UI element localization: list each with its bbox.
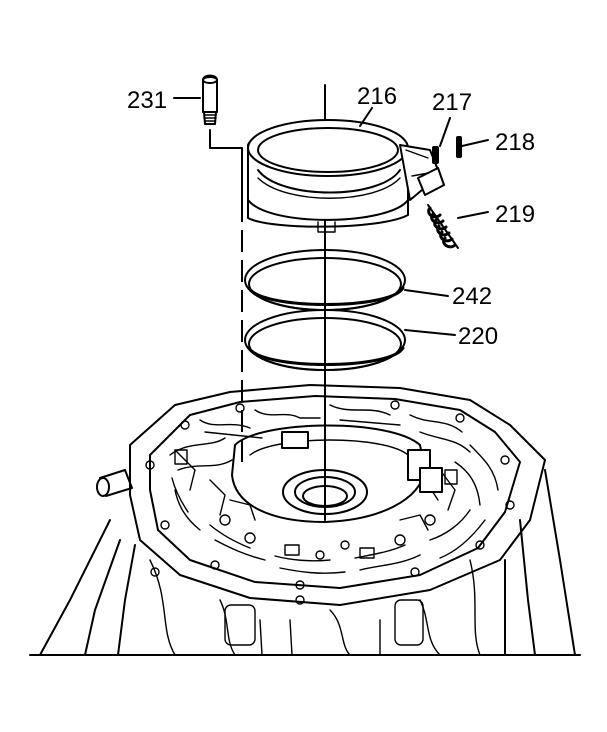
- part-231-pin: [202, 74, 218, 125]
- leader-lines: [173, 97, 489, 336]
- part-216-band-housing: [247, 119, 445, 233]
- part-220-seal-ring: [244, 309, 406, 371]
- pin-alignment-line: [209, 129, 243, 470]
- case-flange: [129, 384, 546, 606]
- callout-216: 216: [357, 83, 397, 110]
- callout-231: 231: [127, 87, 167, 114]
- part-219-spring: [427, 204, 459, 249]
- part-218-clip: [456, 136, 462, 158]
- callout-218: 218: [495, 129, 535, 156]
- part-217-dowel: [432, 146, 439, 164]
- callout-220: 220: [458, 323, 498, 350]
- callout-217: 217: [432, 89, 472, 116]
- callout-242: 242: [452, 283, 492, 310]
- callout-219: 219: [495, 201, 535, 228]
